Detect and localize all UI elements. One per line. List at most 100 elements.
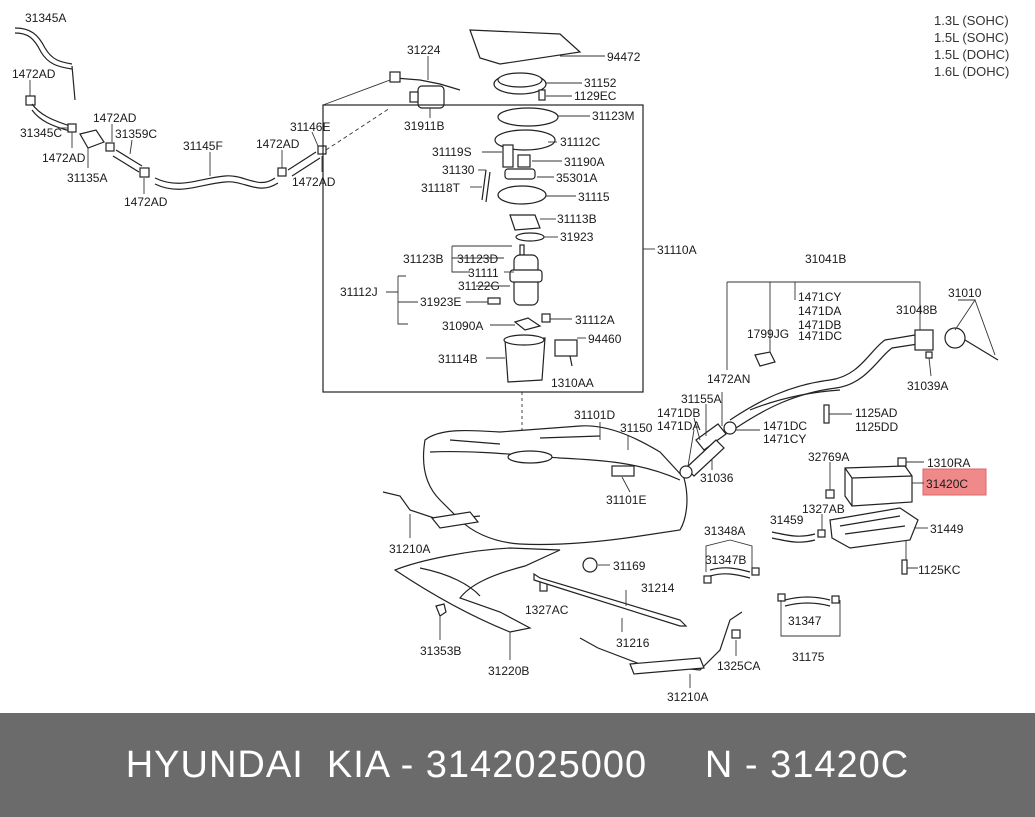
pump-terminal: [519, 244, 525, 256]
bracket-31115: [497, 185, 547, 205]
lead-31123B: [451, 245, 512, 273]
label-31090A: 31090A: [442, 319, 483, 333]
hose-31347B: [709, 567, 751, 579]
label-1472AN: 1472AN: [707, 372, 750, 386]
tank-pump-opening: [507, 450, 553, 464]
clip-31112A: [541, 313, 551, 323]
clamp-1472AD-c: [105, 142, 115, 152]
label-31119S: 31119S: [432, 145, 472, 159]
lead-31010: [954, 299, 996, 356]
label-1472AD: 1472AD: [12, 67, 56, 81]
label-1471DA: 1471DA: [657, 419, 700, 433]
valve-31135A: [79, 129, 105, 149]
clamp-1471DA: [679, 465, 693, 479]
pump-clamp-31122G: [509, 269, 543, 283]
filter-32769A: [825, 489, 835, 499]
label-1472AD: 1472AD: [124, 195, 168, 209]
canister-group: [703, 457, 987, 607]
label-31214: 31214: [641, 581, 675, 595]
gasket-31048B: [914, 329, 934, 351]
label-1327AB: 1327AB: [802, 502, 845, 516]
label-31112A: 31112A: [575, 313, 615, 327]
lead-31146E: [311, 131, 319, 147]
label-1310RA: 1310RA: [927, 456, 970, 470]
screw-31039A: [925, 351, 933, 359]
label-35301A: 35301A: [556, 171, 597, 185]
label-31420C: 31420C: [926, 477, 968, 491]
label-1472AD: 1472AD: [292, 175, 336, 189]
clamp-1472AD-e: [277, 167, 287, 177]
clamp-31348A: [703, 575, 712, 584]
screw-1310RA: [897, 457, 907, 467]
lead-31041B-top: [727, 281, 921, 330]
strap-pad-left: [430, 511, 480, 529]
label-1125KC: 1125KC: [918, 563, 961, 577]
label-31345A: 31345A: [25, 11, 66, 25]
hose-31347: [784, 596, 831, 607]
label-1472AD: 1472AD: [93, 111, 137, 125]
label-1471CY: 1471CY: [798, 290, 841, 304]
label-1325CA: 1325CA: [717, 659, 760, 673]
tank-body: [422, 425, 688, 546]
engine-variant-1: 1.3L (SOHC): [934, 13, 1009, 28]
pump-leader-lines: [386, 55, 655, 430]
label-31348A: 31348A: [704, 524, 745, 538]
filler-neck-31041B: [679, 327, 999, 479]
gasket-31123M: [497, 107, 559, 127]
label-31449: 31449: [930, 522, 964, 536]
label-31122G: 31122G: [458, 279, 500, 293]
label-1310AA: 1310AA: [551, 376, 594, 390]
label-31911B: 31911B: [404, 119, 444, 133]
label-94460: 94460: [588, 332, 622, 346]
bolt-1125AD: [823, 404, 830, 424]
bracket-1799JG: [754, 351, 776, 367]
label-1129EC: 1129EC: [574, 89, 617, 103]
clamp-31175-a: [777, 593, 786, 602]
lead-31112J-branches: [398, 275, 418, 303]
lead-31348A: [705, 539, 753, 572]
label-31118T: 31118T: [421, 181, 461, 195]
fuel-line-31224: [394, 77, 461, 91]
label-31224: 31224: [407, 43, 441, 57]
canister-edges: [844, 467, 913, 506]
protector-ribs: [419, 567, 481, 597]
label-1471DC: 1471DC: [798, 329, 842, 343]
bolt-1325CA: [731, 629, 741, 639]
part-number-footer: HYUNDAI KIA - 3142025000 N - 31420C: [0, 713, 1035, 817]
lead-31155A: [687, 404, 707, 467]
label-1125AD: 1125AD: [855, 406, 898, 420]
clamp-1472AD-d: [139, 167, 150, 178]
label-31150: 31150: [620, 421, 653, 435]
label-31152: 31152: [584, 76, 617, 90]
hose-31345C: [31, 103, 71, 127]
label-1471DA: 1471DA: [798, 304, 841, 318]
leader-pipe-small: [71, 65, 76, 101]
label-31347: 31347: [788, 614, 822, 628]
fuel-tank-31150: [422, 422, 688, 546]
label-31039A: 31039A: [907, 379, 948, 393]
label-31155A: 31155A: [681, 392, 721, 406]
hose-31459: [771, 531, 816, 543]
highlight-31420C: [922, 468, 987, 496]
lock-ring-inner: [497, 72, 543, 88]
label-31123B: 31123B: [403, 252, 443, 266]
label-31359C: 31359C: [115, 127, 157, 141]
canister-31420C: [844, 465, 913, 507]
clamp-31348A-b: [751, 567, 760, 576]
label-31210A: 31210A: [667, 690, 708, 704]
label-31146E: 31146E: [290, 120, 330, 134]
fuel-pump-module-parts: [469, 29, 582, 383]
label-1471DC: 1471DC: [763, 419, 807, 433]
strap-31210A-right: [579, 611, 743, 671]
footer-part-number-text: HYUNDAI KIA - 3142025000 N - 31420C: [125, 743, 910, 786]
hose-31145F-edge: [154, 181, 279, 190]
clamp-1472AD-f: [317, 145, 327, 155]
label-31114B: 31114B: [438, 352, 478, 366]
label-31115: 31115: [578, 190, 610, 204]
hose-31146E: [287, 151, 321, 177]
label-31010: 31010: [948, 286, 982, 300]
tank-plate-31101E: [611, 465, 635, 477]
label-1472AD: 1472AD: [42, 151, 86, 165]
label-31145F: 31145F: [183, 139, 223, 153]
tank-ribs: [449, 435, 601, 445]
